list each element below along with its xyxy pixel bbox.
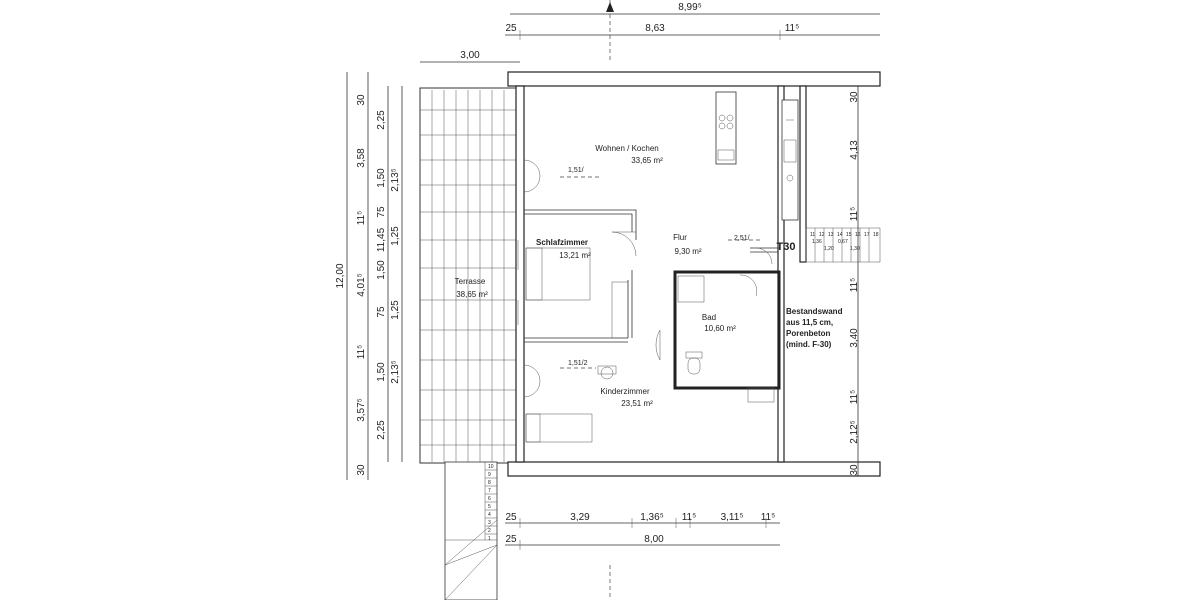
stair-dim: 1,36 <box>812 239 822 245</box>
stair-dim: 1,20 <box>824 246 834 252</box>
ext-step-label: 1 <box>488 536 491 542</box>
ext-step-label: 7 <box>488 488 491 494</box>
dim-left-inner: 75 <box>376 306 387 318</box>
stair-step-label: 14 <box>837 232 843 238</box>
right-fixtures <box>781 99 799 221</box>
ext-step-label: 10 <box>488 464 494 470</box>
dim-bottom-1: 1,36⁵ <box>640 512 664 523</box>
room-wohnen-area: 33,65 m² <box>631 156 663 165</box>
dim-left-mid: 30 <box>356 464 367 476</box>
ext-step-label: 4 <box>488 512 491 518</box>
wall-note-line: (mind. F-30) <box>786 340 832 349</box>
ext-step-label: 5 <box>488 504 491 510</box>
stairs-exterior <box>444 461 498 600</box>
door-swings <box>611 231 773 361</box>
dim-right: 30 <box>849 464 860 476</box>
dim-right: 11⁵ <box>849 278 860 293</box>
dim-top-overall: 8,99⁵ <box>678 2 702 13</box>
dim-left-inner: 2,25 <box>376 420 387 440</box>
terrace-area: 38,65 m² <box>456 290 488 299</box>
window-label-flur: 2,51/ <box>734 235 750 242</box>
stair-dim: 0,67 <box>838 239 848 245</box>
dim-left-mid: 11⁵ <box>356 345 367 360</box>
fire-door-label: T30 <box>777 241 796 253</box>
room-schlaf-name: Schlafzimmer <box>536 238 588 247</box>
wall-note-line: aus 11,5 cm, <box>786 318 833 327</box>
dim-top-inner: 8,63 <box>645 23 665 34</box>
dim-bottom-1: 11⁵ <box>682 512 697 523</box>
dim-right: 11⁵ <box>849 207 860 222</box>
ext-step-label: 2 <box>488 528 491 534</box>
dim-left-window: 1,25 <box>390 300 401 320</box>
ext-step-label: 8 <box>488 480 491 486</box>
dim-left-inner: 2,25 <box>376 110 387 130</box>
stair-step-label: 13 <box>828 232 834 238</box>
dim-bottom-2: 8,00 <box>644 534 664 545</box>
window-label-wohnen: 1,51/ <box>568 167 584 174</box>
windows-left <box>517 159 541 398</box>
dim-right: 4,13 <box>849 140 860 160</box>
terrace-name: Terrasse <box>455 277 486 286</box>
axis-arrow-icon <box>606 2 614 12</box>
dim-bottom-1: 25 <box>505 512 517 523</box>
dim-terrace-width: 3,00 <box>460 50 480 61</box>
room-bad-name: Bad <box>702 313 716 322</box>
dim-left-window: 1,25 <box>390 226 401 246</box>
window-label-kinder: 1,51/2 <box>568 360 588 367</box>
room-kinder-area: 23,51 m² <box>621 399 653 408</box>
wall-top <box>507 71 881 87</box>
stair-step-label: 18 <box>873 232 879 238</box>
kitchen-counter <box>715 91 737 165</box>
dim-left-mid: 11⁵ <box>356 211 367 226</box>
dim-left-window: 2,13⁵ <box>390 360 401 384</box>
dim-left-mid: 3,58 <box>356 148 367 168</box>
ext-step-label: 3 <box>488 520 491 526</box>
dim-left-mid: 3,57⁵ <box>356 398 367 422</box>
wall-stair-right <box>799 85 807 263</box>
dim-bottom-1: 11⁵ <box>761 512 776 523</box>
dim-left-inner: 1,50 <box>376 260 387 280</box>
wall-bottom <box>507 461 881 477</box>
furniture <box>525 247 629 443</box>
dim-right: 2,12⁵ <box>849 420 860 444</box>
dim-top-left-wall: 25 <box>505 23 517 34</box>
wall-note-line: Porenbeton <box>786 329 831 338</box>
wall-note-line: Bestandswand <box>786 307 843 316</box>
stair-step-label: 15 <box>846 232 852 238</box>
dim-left-inner: 1,50 <box>376 168 387 188</box>
room-bad-area: 10,60 m² <box>704 324 736 333</box>
room-kinder-name: Kinderzimmer <box>600 387 650 396</box>
dim-bottom-1: 3,29 <box>570 512 590 523</box>
dim-right: 3,40 <box>849 328 860 348</box>
dim-left-mid: 30 <box>356 94 367 106</box>
dim-left-outer: 12,00 <box>335 263 346 288</box>
stair-step-label: 17 <box>864 232 870 238</box>
stair-dim: 1,30 <box>850 246 860 252</box>
stair-step-label: 11 <box>810 232 815 238</box>
wall-left <box>515 85 525 463</box>
dim-right: 30 <box>849 91 860 103</box>
ext-step-label: 9 <box>488 472 491 478</box>
ext-step-label: 6 <box>488 496 491 502</box>
stair-step-label: 12 <box>819 232 825 238</box>
bathroom-fixtures <box>677 275 775 403</box>
dim-left-inner: 75 <box>376 206 387 218</box>
room-flur-name: Flur <box>673 233 687 242</box>
room-schlaf-area: 13,21 m² <box>559 251 591 260</box>
dim-left-mid: 4,01⁵ <box>356 273 367 297</box>
dim-bottom-2: 25 <box>505 534 517 545</box>
wall-note: Bestandswand aus 11,5 cm, Porenbeton (mi… <box>786 307 843 349</box>
dim-right: 11⁵ <box>849 390 860 405</box>
dim-bottom-1: 3,11⁵ <box>721 512 744 523</box>
dim-left-window: 2,13⁵ <box>390 168 401 192</box>
terrace-deck <box>419 87 521 464</box>
dim-top-right-wall: 11⁵ <box>785 23 800 34</box>
stairs-upper <box>805 227 881 263</box>
dim-left-inner: 1,50 <box>376 362 387 382</box>
room-wohnen-name: Wohnen / Kochen <box>595 144 658 153</box>
room-flur-area: 9,30 m² <box>674 247 701 256</box>
dim-left-inner: 11,45 <box>376 227 387 252</box>
